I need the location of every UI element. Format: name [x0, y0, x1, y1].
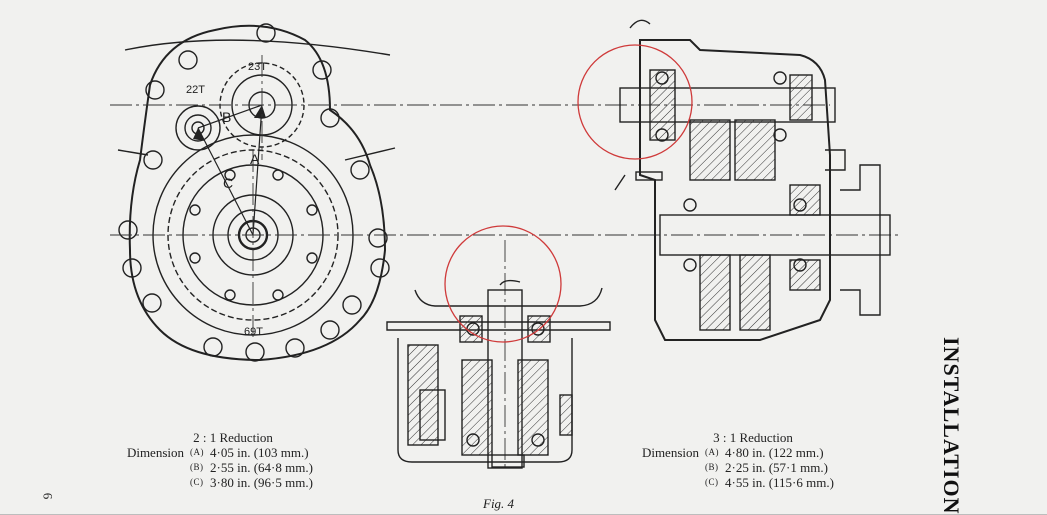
- dimension-row-c: (C) 3·80 in. (96·5 mm.): [118, 475, 348, 490]
- section-title: INSTALLATION: [939, 337, 964, 515]
- section-view-small: [386, 279, 611, 469]
- caption-3to1-reduction: 3 : 1 Reduction Dimension (A) 4·80 in. (…: [633, 430, 873, 490]
- dimension-tag: (B): [190, 462, 204, 472]
- dimension-row-a: Dimension (A) 4·80 in. (122 mm.): [633, 445, 873, 460]
- dimension-label-a: A: [250, 151, 260, 167]
- caption-2to1-reduction: 2 : 1 Reduction Dimension (A) 4·05 in. (…: [118, 430, 348, 490]
- dimension-label-b: B: [222, 109, 231, 125]
- dimension-row-c: (C) 4·55 in. (115·6 mm.): [633, 475, 873, 490]
- dimension-tag: (B): [705, 462, 719, 472]
- dimension-value: 4·80 in. (122 mm.): [725, 445, 824, 460]
- dimension-value: 4·05 in. (103 mm.): [210, 445, 309, 460]
- dimension-lead: Dimension: [641, 445, 699, 460]
- gear-label-left: 22T: [186, 84, 205, 96]
- gear-label-top: 23T: [248, 61, 267, 73]
- highlight-circle-top: [577, 44, 693, 160]
- highlight-circle-middle: [444, 225, 562, 343]
- dimension-tag: (C): [190, 477, 204, 487]
- dimension-value: 4·55 in. (115·6 mm.): [725, 475, 834, 490]
- dimension-label-c: C: [223, 175, 233, 191]
- dimension-tag: (A): [190, 447, 204, 457]
- dimension-value: 2·25 in. (57·1 mm.): [725, 460, 828, 475]
- dimension-tag: (C): [705, 477, 719, 487]
- dimension-value: 2·55 in. (64·8 mm.): [210, 460, 313, 475]
- dimension-value: 3·80 in. (96·5 mm.): [210, 475, 313, 490]
- dimension-row-b: (B) 2·55 in. (64·8 mm.): [118, 460, 348, 475]
- page-number: 6: [40, 492, 56, 500]
- end-view-drawing: [117, 23, 396, 362]
- dimension-lead: Dimension: [126, 445, 184, 460]
- caption-heading: 3 : 1 Reduction: [713, 430, 793, 445]
- figure-label: Fig. 4: [483, 496, 515, 511]
- dimension-tag: (A): [705, 447, 719, 457]
- section-view-main: [614, 19, 891, 341]
- caption-heading: 2 : 1 Reduction: [193, 430, 273, 445]
- dimension-row-a: Dimension (A) 4·05 in. (103 mm.): [118, 445, 348, 460]
- center-lines: [110, 55, 900, 470]
- gear-label-bottom: 69T: [244, 326, 263, 338]
- dimension-row-b: (B) 2·25 in. (57·1 mm.): [633, 460, 873, 475]
